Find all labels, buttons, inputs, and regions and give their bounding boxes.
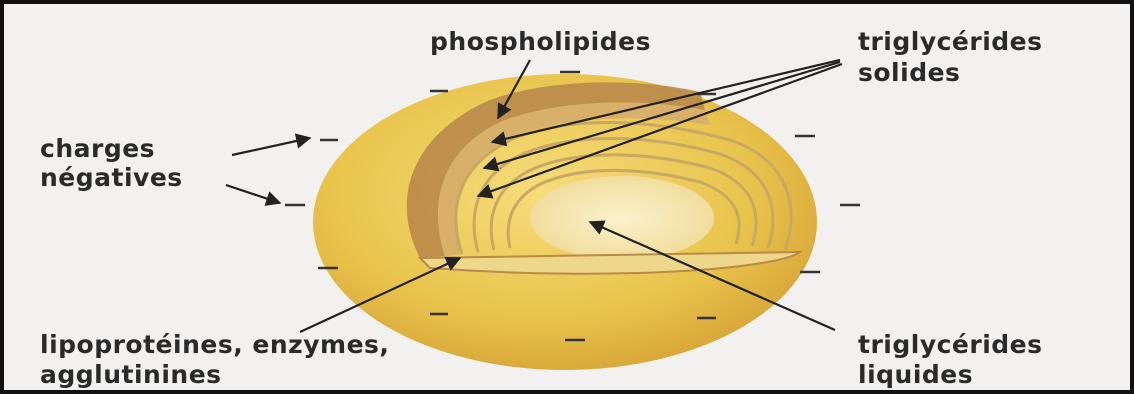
- label-charges-negatives-line2: négatives: [40, 163, 183, 192]
- label-triglycerides-liquides-line2: liquides: [858, 360, 973, 389]
- label-phospholipides: phospholipides: [430, 27, 651, 56]
- label-triglycerides-solides-line1: triglycérides: [858, 27, 1043, 56]
- label-charges-negatives-line1: charges: [40, 134, 155, 163]
- label-triglycerides-solides-line2: solides: [858, 58, 960, 87]
- label-lipoproteines-line2: agglutinines: [40, 360, 222, 389]
- label-lipoproteines-line1: lipoprotéines, enzymes,: [40, 330, 389, 359]
- arrow-charges-1: [232, 138, 310, 155]
- label-triglycerides-liquides-line1: triglycérides: [858, 330, 1043, 359]
- arrow-charges-2: [226, 185, 280, 203]
- liquid-core: [530, 176, 714, 260]
